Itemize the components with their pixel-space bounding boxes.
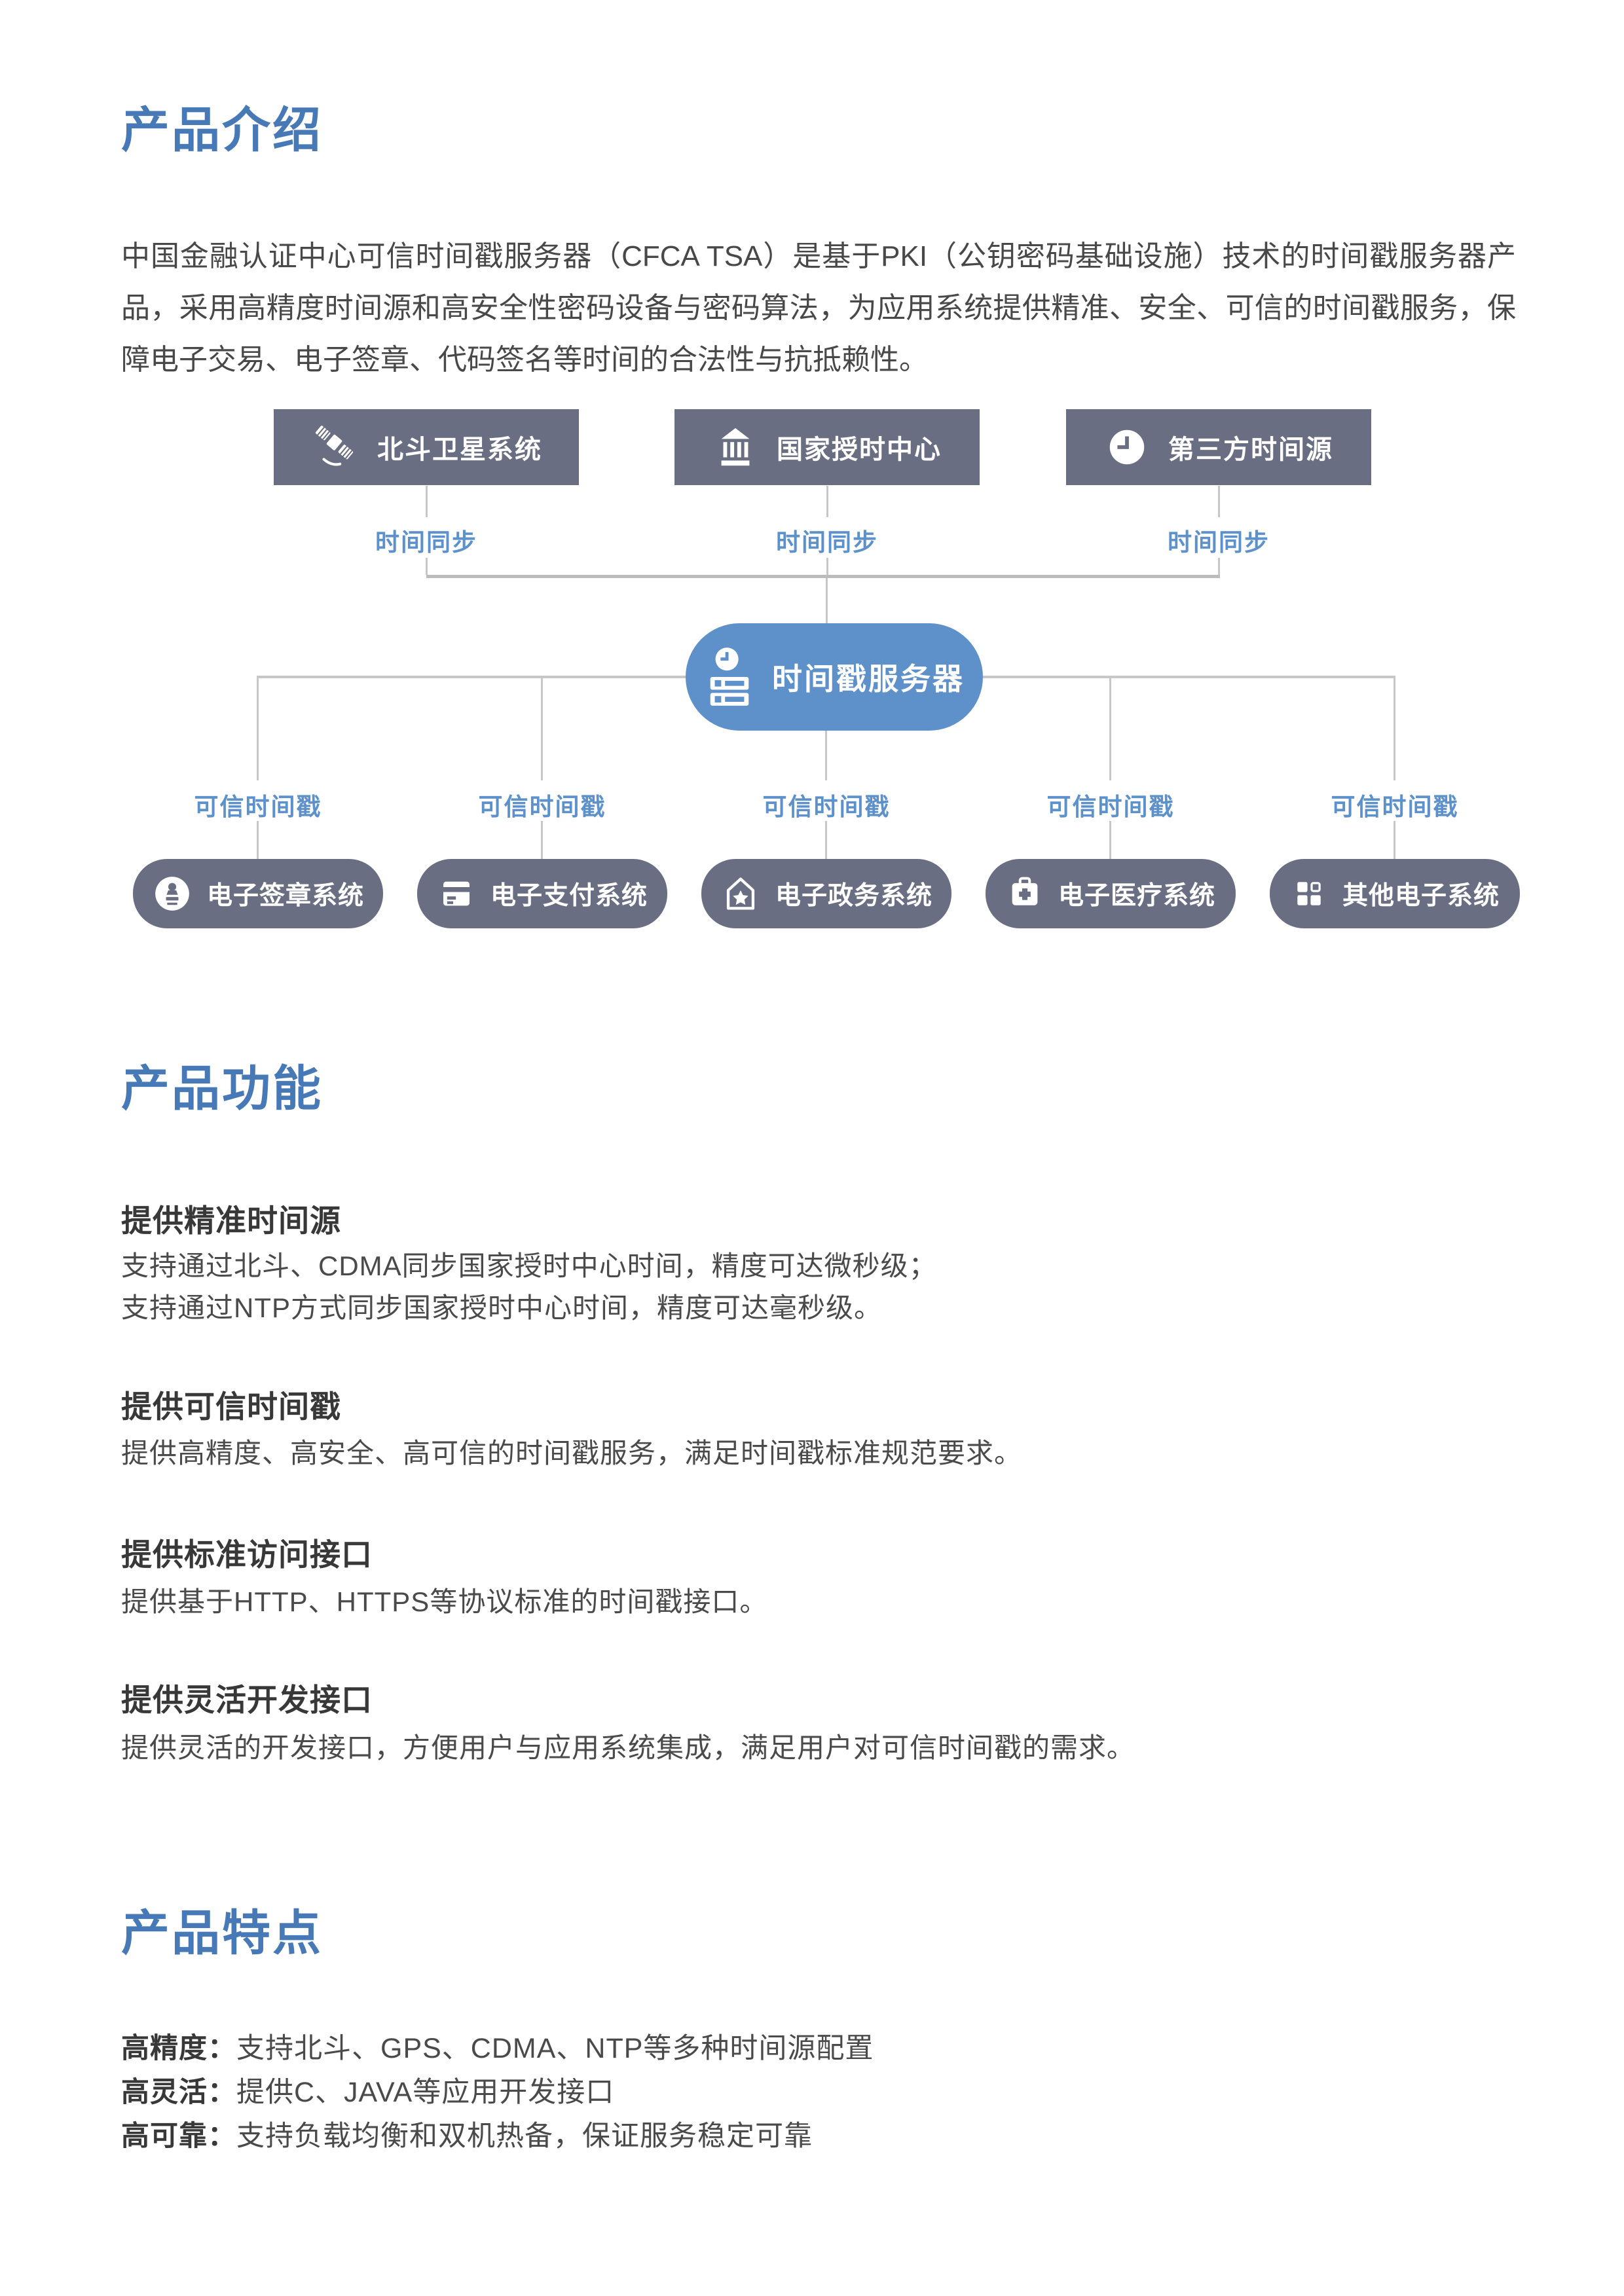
medical-bag-icon [1006, 875, 1044, 913]
consumer-box-label: 其他电子系统 [1342, 882, 1500, 910]
architecture-diagram: 北斗卫星系统 国家授时中心 [0, 386, 1624, 956]
source-box-third-party: 第三方时间源 [1066, 409, 1371, 485]
connector-line [257, 821, 259, 859]
source-box-label: 第三方时间源 [1168, 435, 1333, 464]
connector-line [426, 575, 1220, 578]
function-body: 提供高精度、高安全、高可信的时间戳服务，满足时间戳标准规范要求。 [121, 1432, 1022, 1474]
card-icon [437, 874, 476, 913]
source-box-beidou: 北斗卫星系统 [274, 409, 579, 485]
features-section-title: 产品特点 [121, 1906, 323, 1960]
consumer-box-medical: 电子医疗系统 [986, 859, 1236, 928]
function-body: 支持通过北斗、CDMA同步国家授时中心时间，精度可达微秒级； 支持通过NTP方式… [121, 1245, 937, 1329]
feature-text: 提供C、JAVA等应用开发接口 [236, 2077, 615, 2108]
consumer-box-label: 电子支付系统 [490, 882, 648, 910]
gov-house-icon [720, 873, 761, 914]
source-box-label: 国家授时中心 [777, 435, 942, 464]
timestamp-server-label: 时间戳服务器 [772, 662, 965, 696]
function-body-line: 支持通过NTP方式同步国家授时中心时间，精度可达毫秒级。 [121, 1292, 883, 1323]
source-box-time-center: 国家授时中心 [674, 409, 980, 485]
functions-section-title: 产品功能 [121, 1061, 323, 1116]
function-heading: 提供标准访问接口 [121, 1537, 373, 1572]
feature-label: 高可靠： [121, 2121, 236, 2152]
timestamp-server-node: 时间戳服务器 [686, 623, 983, 731]
function-heading: 提供可信时间戳 [121, 1389, 341, 1424]
connector-line [257, 676, 259, 780]
trusted-timestamp-label: 可信时间戳 [1331, 793, 1459, 820]
function-heading: 提供灵活开发接口 [121, 1683, 373, 1717]
function-body-line: 支持通过北斗、CDMA同步国家授时中心时间，精度可达微秒级； [121, 1250, 937, 1281]
connector-line [541, 676, 543, 780]
source-box-label: 北斗卫星系统 [377, 435, 542, 464]
server-clock-icon [704, 645, 755, 709]
stamp-icon [152, 873, 193, 914]
consumer-box-label: 电子签章系统 [206, 882, 364, 910]
trusted-timestamp-label: 可信时间戳 [478, 793, 606, 820]
connector-line [258, 676, 686, 678]
function-body-line: 提供基于HTTP、HTTPS等协议标准的时间戳接口。 [121, 1586, 768, 1617]
clock-icon [1104, 424, 1150, 470]
connector-line [1109, 821, 1111, 859]
intro-section-title: 产品介绍 [121, 103, 323, 157]
connector-line [1393, 821, 1395, 859]
connector-line [825, 731, 827, 780]
function-heading: 提供精准时间源 [121, 1203, 341, 1238]
connector-line [1218, 486, 1220, 517]
function-body-line: 提供高精度、高安全、高可信的时间戳服务，满足时间戳标准规范要求。 [121, 1438, 1023, 1468]
feature-line: 高精度：支持北斗、GPS、CDMA、NTP等多种时间源配置 [121, 2027, 874, 2071]
consumer-box-payment: 电子支付系统 [417, 859, 667, 928]
consumer-box-label: 电子政务系统 [775, 882, 932, 910]
feature-label: 高精度： [121, 2033, 236, 2064]
connector-line [426, 558, 428, 575]
satellite-icon [310, 423, 359, 471]
feature-label: 高灵活： [121, 2077, 236, 2108]
feature-text: 支持负载均衡和双机热备，保证服务稳定可靠 [236, 2121, 813, 2152]
consumer-box-government: 电子政务系统 [701, 859, 951, 928]
trusted-timestamp-label: 可信时间戳 [762, 793, 891, 820]
connector-line [426, 486, 428, 517]
trusted-timestamp-label: 可信时间戳 [194, 793, 322, 820]
feature-line: 高可靠：支持负载均衡和双机热备，保证服务稳定可靠 [121, 2115, 874, 2159]
grid-icon [1290, 875, 1328, 913]
connector-line [1218, 558, 1220, 575]
connector-line [983, 676, 1395, 678]
connector-line [825, 821, 827, 859]
function-body-line: 提供灵活的开发接口，方便用户与应用系统集成，满足用户对可信时间戳的需求。 [121, 1732, 1135, 1763]
features-list: 高精度：支持北斗、GPS、CDMA、NTP等多种时间源配置 高灵活：提供C、JA… [121, 2027, 874, 2159]
connector-line [541, 821, 543, 859]
function-body: 提供灵活的开发接口，方便用户与应用系统集成，满足用户对可信时间戳的需求。 [121, 1727, 1135, 1769]
connector-line [1109, 676, 1111, 780]
intro-paragraph: 中国金融认证中心可信时间戳服务器（CFCA TSA）是基于PKI（公钥密码基础设… [121, 240, 1516, 376]
trusted-timestamp-label: 可信时间戳 [1046, 793, 1175, 820]
function-body: 提供基于HTTP、HTTPS等协议标准的时间戳接口。 [121, 1581, 767, 1623]
sync-label: 时间同步 [1168, 529, 1270, 556]
feature-line: 高灵活：提供C、JAVA等应用开发接口 [121, 2071, 874, 2115]
connector-line [826, 486, 828, 517]
consumer-box-other: 其他电子系统 [1270, 859, 1520, 928]
connector-line [1393, 676, 1395, 780]
connector-line [826, 558, 828, 575]
bank-icon [712, 424, 758, 470]
consumer-box-label: 电子医疗系统 [1058, 882, 1215, 910]
sync-label: 时间同步 [776, 529, 878, 556]
feature-text: 支持北斗、GPS、CDMA、NTP等多种时间源配置 [236, 2033, 874, 2064]
connector-line [826, 578, 828, 623]
consumer-box-signature: 电子签章系统 [133, 859, 383, 928]
sync-label: 时间同步 [375, 529, 477, 556]
